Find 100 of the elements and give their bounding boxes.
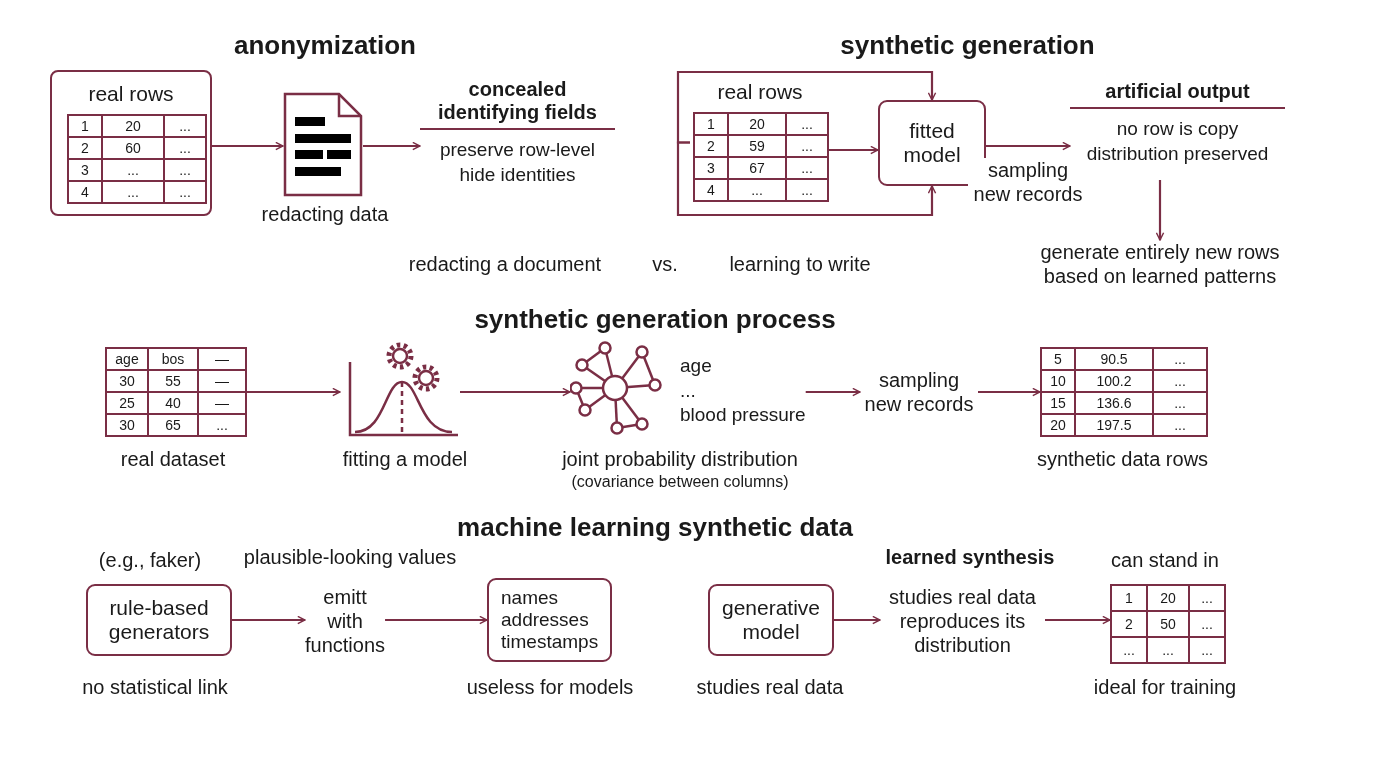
process-box: rule-based generators <box>86 584 232 656</box>
table-cell: 25 <box>107 393 147 413</box>
process-box: generative model <box>708 584 834 656</box>
table-cell: 3 <box>69 160 101 180</box>
data-table <box>693 112 829 202</box>
table-cell: ... <box>1154 349 1206 369</box>
note-text: learned synthesis <box>884 546 1056 569</box>
arrow <box>676 141 937 217</box>
table-cell: — <box>199 371 245 391</box>
node-label: (e.g., faker) <box>97 549 203 572</box>
table-cell: 20 <box>1148 586 1188 610</box>
section-heading: concealed identifying fields <box>420 78 615 130</box>
data-table <box>67 114 207 204</box>
data-table <box>1110 584 1226 664</box>
table-cell: ... <box>1154 371 1206 391</box>
table-cell: ... <box>165 138 205 158</box>
table-cell: 20 <box>729 114 785 134</box>
document-icon <box>283 92 363 197</box>
table-cell: 59 <box>729 136 785 156</box>
table-cell: ... <box>165 116 205 136</box>
table-cell: ... <box>787 114 827 134</box>
node-label: studies real data <box>695 676 845 699</box>
table-cell: ... <box>787 136 827 156</box>
arrow <box>829 145 879 155</box>
table-cell: ... <box>199 415 245 435</box>
table-cell: ... <box>103 182 163 202</box>
process-box: fitted model <box>878 100 986 186</box>
table-cell: 67 <box>729 158 785 178</box>
node-label: fitting a model <box>341 448 469 471</box>
table-cell: 2 <box>69 138 101 158</box>
table-cell: ... <box>1154 415 1206 435</box>
table-cell: ... <box>1112 638 1146 662</box>
node-label: (covariance between columns) <box>570 473 790 491</box>
table-cell: 30 <box>107 371 147 391</box>
arrow <box>212 141 284 151</box>
step-text: emitt with functions <box>305 585 386 657</box>
table-cell: 10 <box>1042 371 1074 391</box>
variable-name: blood pressure <box>680 403 806 428</box>
arrow <box>978 387 1041 397</box>
table-cell: 40 <box>149 393 197 413</box>
note-text: learning to write <box>728 253 872 276</box>
table-cell: — <box>199 349 245 369</box>
note-text: vs. <box>651 253 679 276</box>
note-text: redacting a document <box>407 253 603 276</box>
table-cell: 1 <box>1112 586 1146 610</box>
node-label: synthetic data rows <box>1035 448 1210 471</box>
table-cell: ... <box>787 180 827 200</box>
table-cell: 30 <box>107 415 147 435</box>
table-cell: 4 <box>69 182 101 202</box>
table-cell: 4 <box>695 180 727 200</box>
table-cell: 1 <box>69 116 101 136</box>
data-table <box>1040 347 1208 437</box>
table-cell: ... <box>787 158 827 178</box>
table-cell: age <box>107 349 147 369</box>
table-cell: 50 <box>1148 612 1188 636</box>
section-heading: artificial output <box>1070 80 1285 109</box>
table-cell: 2 <box>1112 612 1146 636</box>
note-text: preserve row-level hide identities <box>438 138 597 187</box>
arrow <box>676 70 937 144</box>
table-cell: ... <box>1190 612 1224 636</box>
note-text: plausible-looking values <box>242 546 458 569</box>
arrow <box>385 615 488 625</box>
table-cell: ... <box>1154 393 1206 413</box>
process-box: names addresses timestamps <box>487 578 613 662</box>
node-label: ideal for training <box>1092 676 1238 699</box>
table-cell: 3 <box>695 158 727 178</box>
table-cell: 65 <box>149 415 197 435</box>
arrow <box>986 141 1071 151</box>
table-cell: ... <box>1148 638 1188 662</box>
arrow <box>805 387 861 397</box>
table-title: real rows <box>716 80 804 104</box>
arrow <box>834 615 881 625</box>
table-cell: bos <box>149 349 197 369</box>
table-cell: 60 <box>103 138 163 158</box>
arrow <box>363 141 421 151</box>
node-label: real dataset <box>119 448 227 471</box>
step-text: studies real data reproduces its distribution <box>880 585 1045 657</box>
step-text: generate entirely new rows based on learned patterns <box>1025 240 1295 288</box>
table-cell: — <box>199 393 245 413</box>
note-text: distribution preserved <box>1085 141 1270 166</box>
table-cell: 100.2 <box>1076 371 1152 391</box>
node-label: joint probability distribution <box>560 448 799 471</box>
note-text: no row is copy <box>1115 117 1240 141</box>
table-card <box>50 70 212 216</box>
table-cell: 136.6 <box>1076 393 1152 413</box>
data-table <box>105 347 247 437</box>
card-title: real rows <box>87 82 175 106</box>
node-label: can stand in <box>1110 549 1220 572</box>
table-cell: 2 <box>695 136 727 156</box>
table-cell: ... <box>729 180 785 200</box>
table-cell: ... <box>103 160 163 180</box>
variable-name: ... <box>680 378 697 403</box>
section-title: synthetic generation <box>839 30 1096 61</box>
node-label: no statistical link <box>81 676 229 699</box>
section-title: synthetic generation process <box>473 304 837 335</box>
table-cell: ... <box>1190 638 1224 662</box>
table-cell: 90.5 <box>1076 349 1152 369</box>
table-cell: 20 <box>103 116 163 136</box>
node-label: redacting data <box>260 203 390 226</box>
table-cell: ... <box>1190 586 1224 610</box>
